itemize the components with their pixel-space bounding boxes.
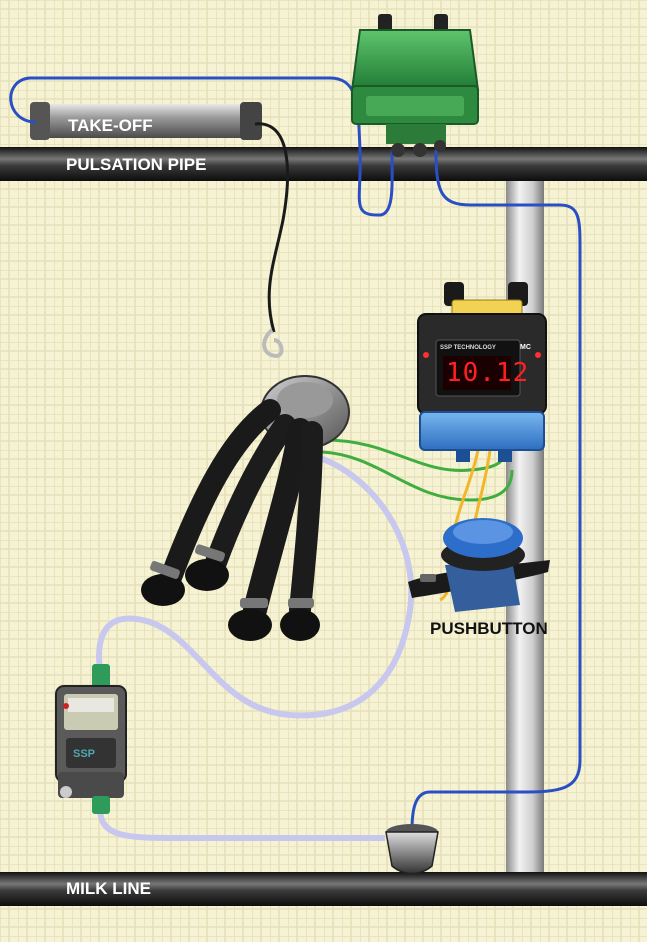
take-off-cap-left — [30, 102, 50, 140]
milking-claw — [141, 375, 350, 641]
blue-cable-milkline — [410, 149, 582, 831]
controller-model: MC — [520, 344, 531, 351]
controller-display: 10.12 — [446, 358, 530, 388]
milk-meter-brand: SSP — [73, 748, 96, 760]
claw-hook — [262, 328, 284, 359]
milk-meter — [55, 664, 127, 814]
pulsator-valve — [350, 14, 480, 157]
controller-brand: SSP TECHNOLOGY — [440, 345, 496, 351]
take-off-label: TAKE-OFF — [68, 116, 153, 135]
take-off-cap-right — [240, 102, 262, 140]
milk-line-pipe — [0, 872, 647, 906]
pushbutton-label: PUSHBUTTON — [430, 619, 548, 638]
milk-tube-lower — [97, 807, 385, 842]
green-cable-2 — [321, 450, 514, 502]
pushbutton-device — [408, 518, 550, 612]
take-off-cord — [254, 122, 290, 333]
milk-line-connector — [385, 824, 439, 875]
take-off-cylinder — [30, 104, 260, 138]
milk-line-label: MILK LINE — [66, 879, 151, 898]
pulsation-pipe-label: PULSATION PIPE — [66, 155, 207, 174]
milk-tube-upper — [96, 452, 415, 719]
pulsation-pipe — [0, 147, 647, 181]
controller-mc — [417, 282, 547, 462]
blue-cable-takeoff — [9, 76, 394, 217]
